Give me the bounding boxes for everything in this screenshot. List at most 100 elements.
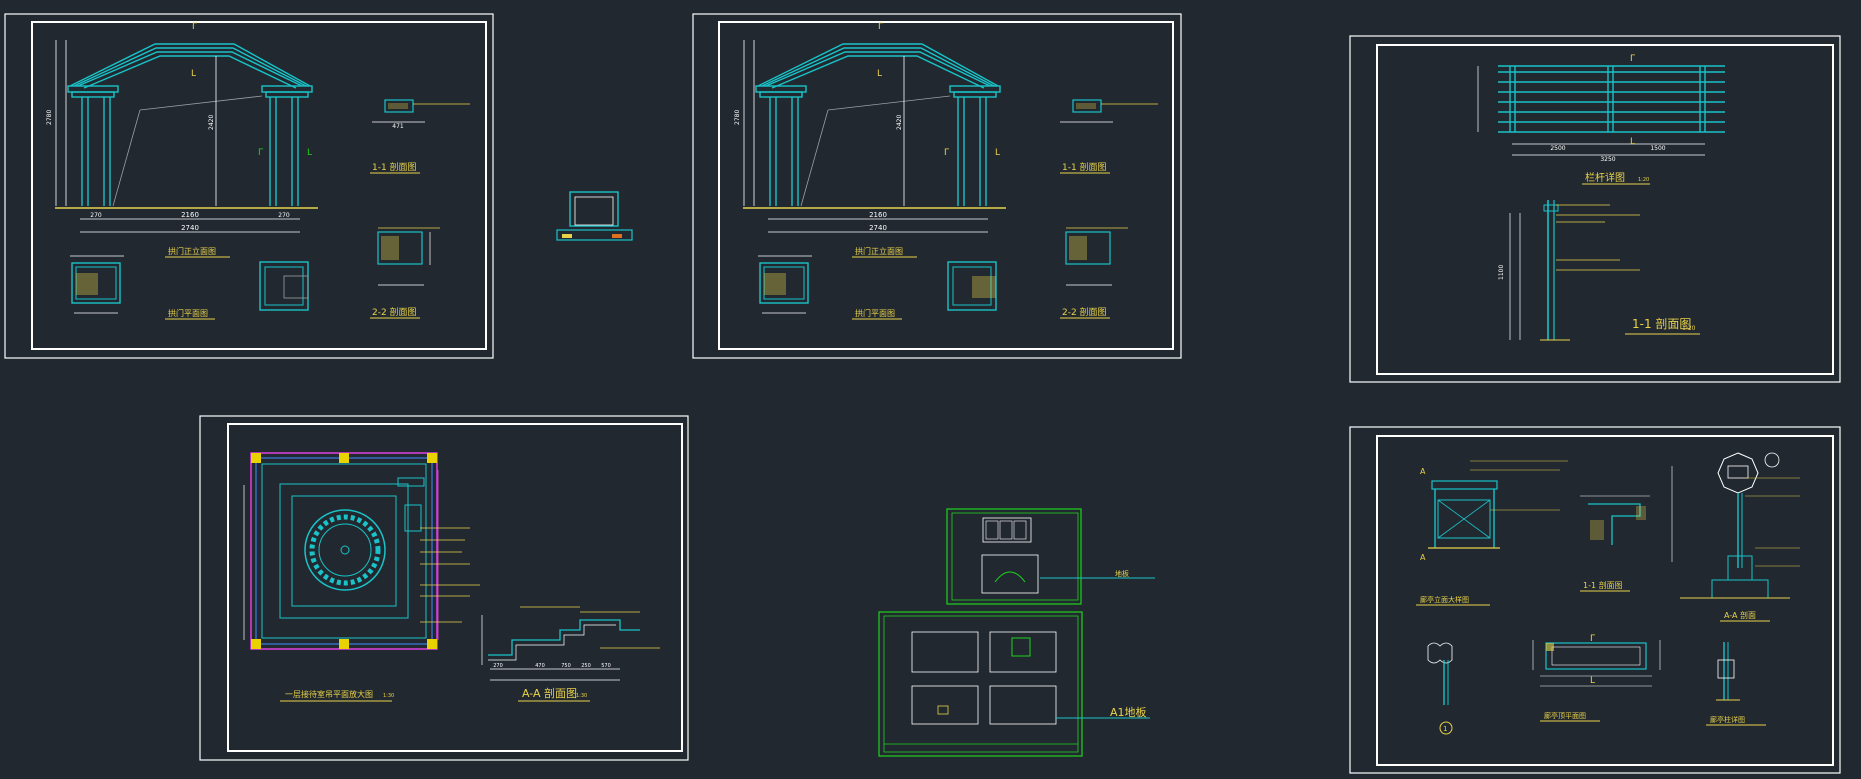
diagonal-hatch-line-2 xyxy=(112,109,141,207)
railing-elevation xyxy=(1498,65,1725,133)
column-plan-right xyxy=(259,261,309,311)
sheet6-plan-title: 廊亭顶平面图 xyxy=(1544,711,1586,720)
sheet3-scale-1: 1:20 xyxy=(1638,177,1649,183)
elevation-dimensions-2 xyxy=(743,40,988,233)
sheet6-elev-title: 廊亭立面大样图 xyxy=(1420,595,1469,604)
section-mark: L xyxy=(995,148,1000,158)
ceiling-plan xyxy=(243,452,439,650)
section-mark-3: Г xyxy=(258,148,264,158)
sheet-3-outer-frame xyxy=(1349,35,1841,383)
pavilion-plan xyxy=(1532,640,1661,687)
dim-height-3: 1100 xyxy=(1498,265,1505,280)
small-column-detail xyxy=(1427,642,1453,735)
sheet3-view-title: 栏杆详图 xyxy=(1585,171,1625,184)
sheet-2: 2740 2160 2780 2420 Г L Г L 拱门正立面图 拱门平面图 xyxy=(692,13,1182,359)
dim-height: 2780 xyxy=(46,110,53,125)
sheet-2-inner-frame xyxy=(718,21,1174,350)
section-mark-1: Г xyxy=(192,22,198,32)
lamp-detail xyxy=(1671,452,1800,599)
sheet-1-inner-frame xyxy=(31,21,487,350)
sheet-6-outer-frame xyxy=(1349,426,1841,774)
sheet1-sec2-title: 2-2 剖面图 xyxy=(372,306,417,318)
dim-item: 570 xyxy=(601,663,611,669)
column-detail xyxy=(1716,642,1740,701)
sheet-5b-frame xyxy=(878,611,1083,757)
sheet2-plan-title: 拱门平面图 xyxy=(855,308,895,318)
sheet-1-outer-frame xyxy=(4,13,494,359)
section-mark: L xyxy=(1630,137,1635,147)
column-plan-left-2 xyxy=(758,255,812,314)
arch-elevation xyxy=(67,43,313,206)
detail-marker: 1 xyxy=(1443,725,1447,733)
small-block-detail xyxy=(556,191,633,241)
dim-total-2: 2740 xyxy=(869,224,887,232)
arch-elevation-2 xyxy=(755,43,1001,206)
section-mark: Г xyxy=(878,22,884,32)
sheet-4-outer-frame xyxy=(199,415,689,761)
sheet2-view-title: 拱门正立面图 xyxy=(855,246,903,256)
sheet-3-inner-frame xyxy=(1376,44,1834,375)
sheet4-scale-1: 1:30 xyxy=(383,693,394,699)
sheet5-top-label: 地板 xyxy=(1115,569,1129,578)
dim-span: 2160 xyxy=(181,211,199,219)
dim-left: 270 xyxy=(90,212,102,219)
tag-a-bottom: A xyxy=(1420,553,1426,562)
plan-leader-lines xyxy=(420,527,480,623)
section-2-detail xyxy=(377,227,440,286)
railing-dimensions xyxy=(1477,66,1705,156)
sheet-3: 2500 1500 3250 Г L 栏杆详图 1:20 1100 1-1 剖面… xyxy=(1349,35,1841,383)
dim-right: 270 xyxy=(278,212,290,219)
sheet-4: 一层接待室吊平面放大图 1:30 270 470 750 250 570 A-A… xyxy=(199,415,689,761)
pavilion-elevation xyxy=(1428,460,1568,549)
section-mark-4: L xyxy=(307,148,312,158)
column-plan-left xyxy=(70,255,124,314)
diagonal-hatch-line-2 xyxy=(800,109,829,207)
dim-inner: 2420 xyxy=(208,115,215,130)
leader-lines xyxy=(1556,204,1640,271)
sheet5-bottom-label: A1地板 xyxy=(1110,705,1147,719)
sheet2-sec1-title: 1-1 剖面图 xyxy=(1062,161,1107,173)
column-plan-right-2 xyxy=(947,261,997,311)
sheet-4-inner-frame xyxy=(227,423,683,752)
section-mark: L xyxy=(877,69,882,79)
dim-item: 750 xyxy=(561,663,571,669)
sheet-5a-frame xyxy=(946,508,1082,605)
dim-height-2: 2780 xyxy=(734,110,741,125)
sheet-2-outer-frame xyxy=(692,13,1182,359)
dim-item: 470 xyxy=(535,663,545,669)
dim-total-3: 3250 xyxy=(1600,156,1615,163)
sheet-6: A A 廊亭立面大样图 1-1 剖面图 A-A 剖面 xyxy=(1349,426,1841,774)
elevation-dimensions xyxy=(55,40,300,233)
sheet6-aa-title: A-A 剖面 xyxy=(1724,610,1756,620)
sheet4-plan-title: 一层接待室吊平面放大图 xyxy=(285,689,373,699)
dim-total: 2740 xyxy=(181,224,199,232)
sheet3-sec-title: 1-1 剖面图 xyxy=(1632,317,1691,331)
dim-span-2: 2160 xyxy=(869,211,887,219)
dim-b: 1500 xyxy=(1650,145,1665,152)
section-mark: L xyxy=(1590,676,1595,686)
sheet4-scale-2: 1:30 xyxy=(576,693,587,699)
sheet1-view-title: 拱门正立面图 xyxy=(168,246,216,256)
sheet4-sec-title: A-A 剖面图 xyxy=(522,686,577,700)
sheet2-sec2-title: 2-2 剖面图 xyxy=(1062,306,1107,318)
tag-a-top: A xyxy=(1420,467,1426,476)
sheet1-plan-title: 拱门平面图 xyxy=(168,308,208,318)
section-mark-2: L xyxy=(191,69,196,79)
sheet6-sec1-title: 1-1 剖面图 xyxy=(1583,580,1623,590)
sheet-1: 2740 2160 270 270 2780 2420 Г L Г L 拱门正立… xyxy=(4,13,494,359)
section-mark: Г xyxy=(1630,54,1636,64)
section-mark: Г xyxy=(1590,634,1596,644)
section-1-detail-2 xyxy=(1060,99,1158,123)
section-1-detail: 471 xyxy=(372,99,470,130)
section-mark: Г xyxy=(944,148,950,158)
sheet-6-inner-frame xyxy=(1376,435,1834,766)
sheet3-scale-2: 1:20 xyxy=(1682,325,1696,332)
sec-1-detail xyxy=(1580,495,1650,545)
sheet-5: 地板 A1地板 xyxy=(878,508,1155,757)
dim-a: 2500 xyxy=(1550,145,1565,152)
sheet6-detail-title: 廊亭柱详图 xyxy=(1710,715,1745,724)
aa-section-profile xyxy=(481,606,660,681)
dim-inner-2: 2420 xyxy=(896,115,903,130)
diagonal-hatch-line xyxy=(139,95,263,111)
